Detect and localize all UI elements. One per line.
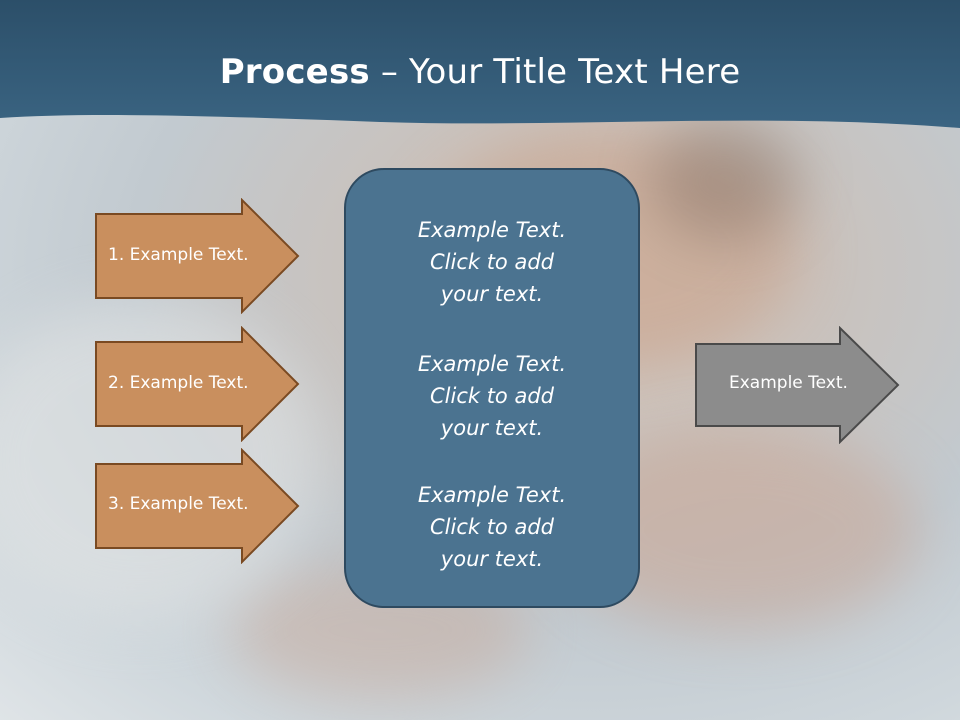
item-2-line-3: your text. bbox=[440, 416, 544, 440]
title-bold: Process bbox=[219, 52, 370, 92]
header-band bbox=[0, 0, 960, 128]
item-2-line-1: Example Text. bbox=[417, 352, 567, 376]
left-arrow-1-label: 1. Example Text. bbox=[108, 245, 249, 265]
right-arrow-label: Example Text. bbox=[729, 373, 848, 393]
item-3-line-1: Example Text. bbox=[417, 483, 567, 507]
center-box: Example Text. Click to add your text. Ex… bbox=[344, 168, 640, 608]
item-1-line-3: your text. bbox=[440, 282, 544, 306]
item-2-line-2: Click to add bbox=[429, 384, 554, 408]
left-arrow-2 bbox=[95, 326, 300, 442]
item-3-line-2: Click to add bbox=[429, 515, 554, 539]
item-1-line-1: Example Text. bbox=[417, 218, 567, 242]
item-1-line-2: Click to add bbox=[429, 250, 554, 274]
slide-title: Process – Your Title Text Here bbox=[0, 52, 960, 92]
center-box-item-3: Example Text. Click to add your text. bbox=[346, 479, 638, 575]
center-box-item-1: Example Text. Click to add your text. bbox=[346, 214, 638, 310]
left-arrow-3-label: 3. Example Text. bbox=[108, 494, 249, 514]
photo-shape-dark bbox=[650, 120, 800, 240]
left-arrow-3 bbox=[95, 448, 300, 564]
right-arrow bbox=[695, 326, 900, 444]
title-rest: – Your Title Text Here bbox=[369, 52, 741, 92]
item-3-line-3: your text. bbox=[440, 547, 544, 571]
left-arrow-2-label: 2. Example Text. bbox=[108, 373, 249, 393]
left-arrow-1 bbox=[95, 198, 300, 314]
center-box-item-2: Example Text. Click to add your text. bbox=[346, 348, 638, 444]
